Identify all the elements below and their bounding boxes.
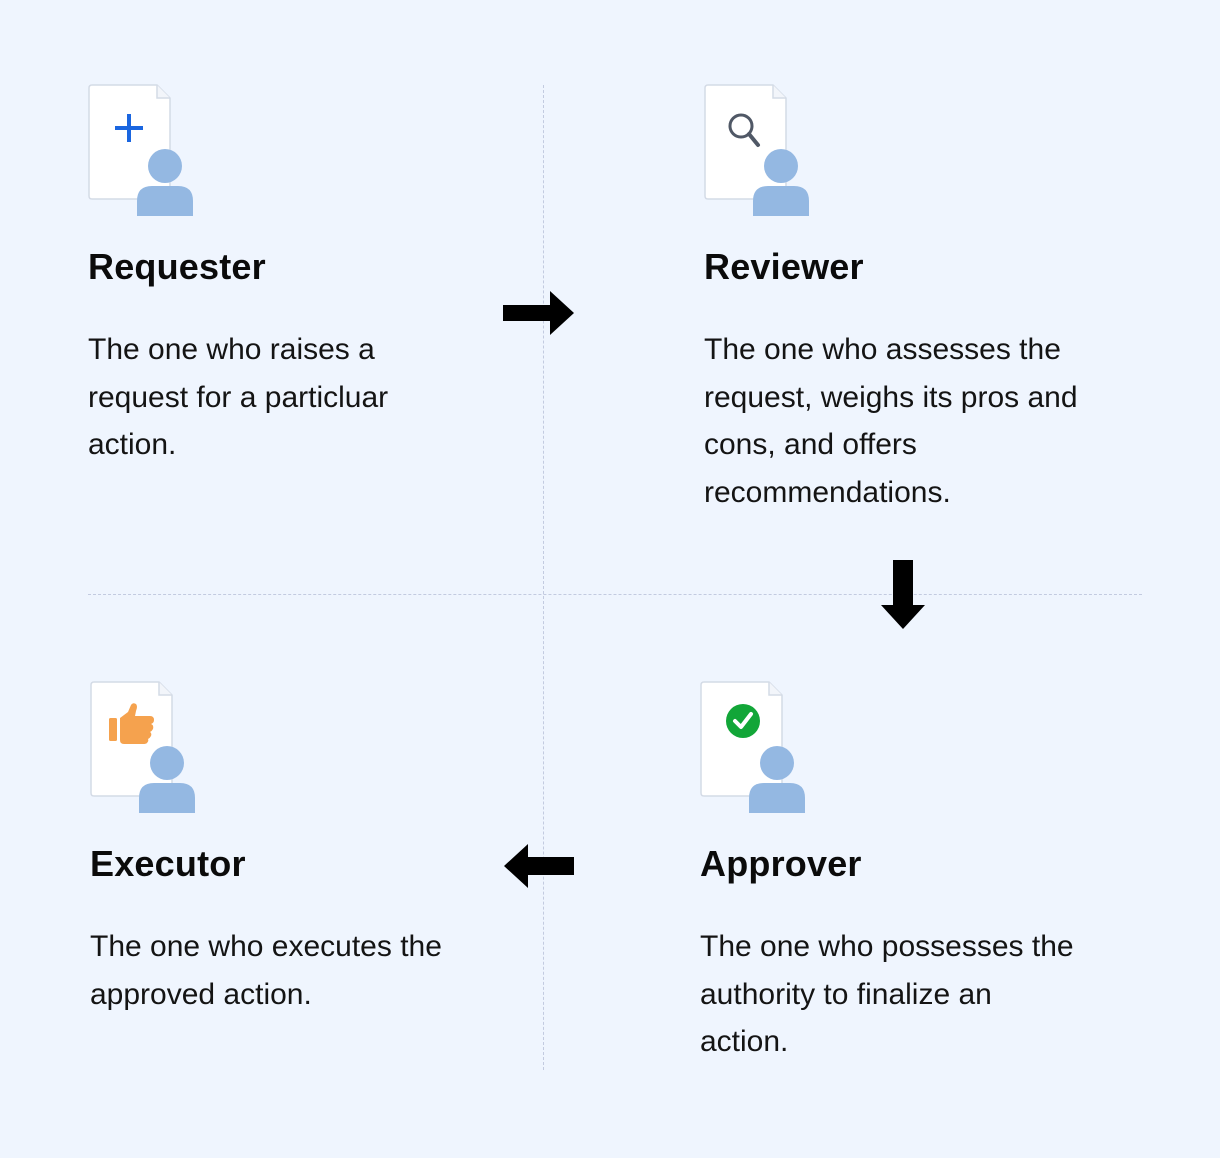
horizontal-divider bbox=[88, 594, 1142, 595]
vertical-divider bbox=[543, 85, 544, 1070]
magnifier-icon bbox=[728, 113, 760, 147]
role-description-requester: The one who raises a request for a parti… bbox=[88, 333, 389, 461]
person-icon bbox=[139, 746, 195, 813]
role-title-reviewer: Reviewer bbox=[704, 246, 864, 287]
role-description-reviewer: The one who assesses the request, weighs… bbox=[704, 333, 1078, 509]
executor-icon bbox=[90, 681, 200, 817]
arrow-left-icon bbox=[503, 843, 575, 889]
role-title-approver: Approver bbox=[700, 843, 862, 884]
arrow-down-icon bbox=[880, 560, 926, 630]
reviewer-icon bbox=[704, 84, 814, 220]
role-description-executor: The one who executes the approved action… bbox=[90, 930, 442, 1011]
plus-icon bbox=[115, 114, 143, 142]
person-icon bbox=[137, 149, 193, 216]
person-icon bbox=[753, 149, 809, 216]
person-icon bbox=[749, 746, 805, 813]
thumbs-up-icon bbox=[109, 703, 154, 744]
role-title-requester: Requester bbox=[88, 246, 266, 287]
role-description-approver: The one who possesses the authority to f… bbox=[700, 930, 1074, 1058]
arrow-right-icon bbox=[503, 290, 575, 336]
approver-icon bbox=[700, 681, 810, 817]
role-title-executor: Executor bbox=[90, 843, 246, 884]
check-circle-icon bbox=[726, 704, 760, 738]
requester-icon bbox=[88, 84, 198, 220]
